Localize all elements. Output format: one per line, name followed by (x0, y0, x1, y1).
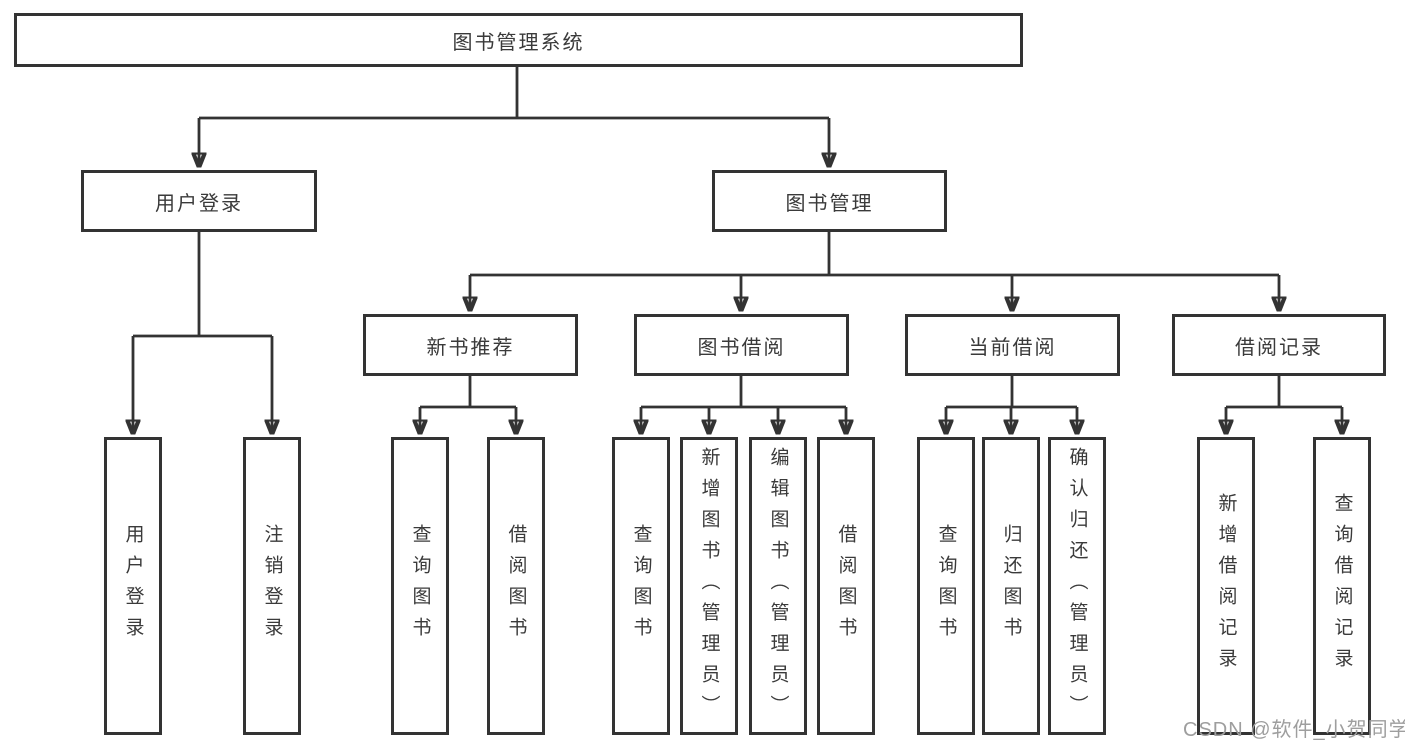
leaf-bb-add-book-admin: 新增图书（管理员） (680, 437, 738, 735)
leaf-bb-edit-book-admin: 编辑图书（管理员） (749, 437, 807, 735)
arrow-connectors (133, 118, 1342, 433)
node-new-book-recommend: 新书推荐 (363, 314, 578, 376)
leaf-cb-query-books: 查询图书 (917, 437, 975, 735)
leaf-cb-confirm-return-admin: 确认归还（管理员） (1048, 437, 1106, 735)
leaf-nb-query-books: 查询图书 (391, 437, 449, 735)
leaf-logout: 注销登录 (243, 437, 301, 735)
node-user-login: 用户登录 (81, 170, 317, 232)
leaf-nb-borrow-books: 借阅图书 (487, 437, 545, 735)
leaf-br-query-borrow-record: 查询借阅记录 (1313, 437, 1371, 735)
leaf-br-add-borrow-record: 新增借阅记录 (1197, 437, 1255, 735)
csdn-watermark: CSDN @软件_小贺同学 (1183, 719, 1405, 741)
node-book-borrow: 图书借阅 (634, 314, 849, 376)
node-current-borrow: 当前借阅 (905, 314, 1120, 376)
trunk-connectors (133, 67, 1342, 409)
leaf-user-login: 用户登录 (104, 437, 162, 735)
node-library-management-system: 图书管理系统 (14, 13, 1023, 67)
node-borrow-records: 借阅记录 (1172, 314, 1386, 376)
leaf-bb-query-books: 查询图书 (612, 437, 670, 735)
leaf-bb-borrow-books: 借阅图书 (817, 437, 875, 735)
node-book-management: 图书管理 (712, 170, 947, 232)
leaf-cb-return-books: 归还图书 (982, 437, 1040, 735)
